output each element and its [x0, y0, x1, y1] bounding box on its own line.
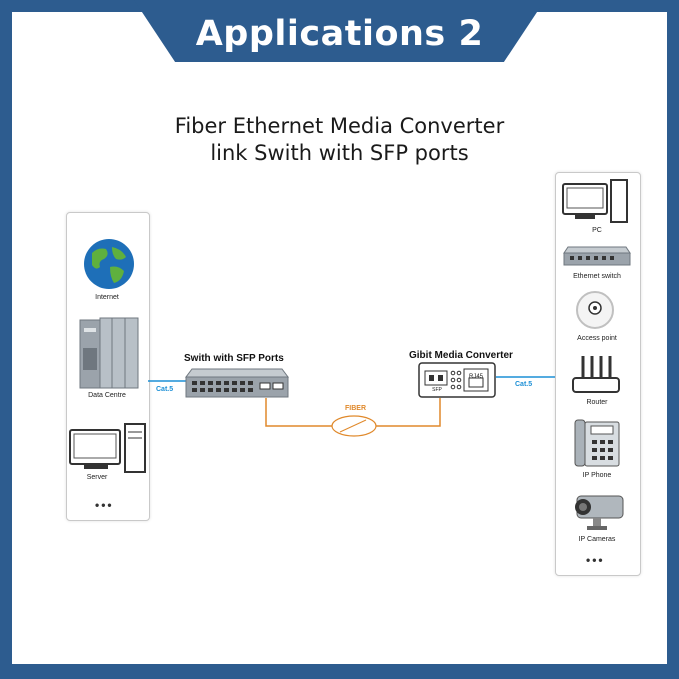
left-item-label-data-centre: Data Centre — [88, 392, 126, 399]
converter-title: Gibit Media Converter — [409, 350, 513, 361]
left-item-label-internet: Internet — [95, 294, 119, 301]
left-item-label-server: Server — [86, 474, 108, 481]
access-point-icon — [576, 291, 614, 329]
right-item-label-ip-cameras: IP Cameras — [578, 536, 616, 543]
right-item-label-access-point: Access point — [577, 335, 617, 342]
converter-port-sfp: SFP — [432, 387, 442, 393]
page-title: Applications 2 — [195, 14, 484, 54]
right-more-indicator: ••• — [586, 553, 605, 567]
ethernet-switch-icon — [563, 246, 631, 266]
right-cable-label: Cat.5 — [515, 381, 533, 388]
pc-icon — [562, 179, 628, 223]
globe-icon — [84, 239, 134, 289]
left-more-indicator: ••• — [95, 498, 114, 512]
right-item-label-ethernet-switch: Ethernet switch — [573, 273, 621, 280]
ip-phone-icon — [574, 419, 620, 467]
server-rack-icon — [79, 317, 139, 389]
right-item-label-router: Router — [586, 399, 608, 406]
header-tab — [134, 0, 545, 62]
left-cable-label: Cat.5 — [156, 386, 174, 393]
desktop-computer-icon — [69, 423, 146, 473]
headline-line-2: link Swith with SFP ports — [210, 141, 469, 165]
sfp-switch-icon — [185, 368, 289, 398]
converter-port-rj45: RJ45 — [468, 374, 483, 380]
switch-title: Swith with SFP Ports — [184, 353, 284, 364]
ip-camera-icon — [575, 495, 624, 530]
fiber-label: FIBER — [345, 405, 366, 412]
router-icon — [572, 356, 620, 393]
right-item-label-ip-phone: IP Phone — [582, 472, 612, 479]
headline-line-1: Fiber Ethernet Media Converter — [174, 114, 505, 138]
diagram-headline: Fiber Ethernet Media Converter link Swit… — [100, 113, 579, 167]
media-converter-icon — [418, 362, 496, 398]
right-item-label-pc: PC — [592, 227, 602, 234]
